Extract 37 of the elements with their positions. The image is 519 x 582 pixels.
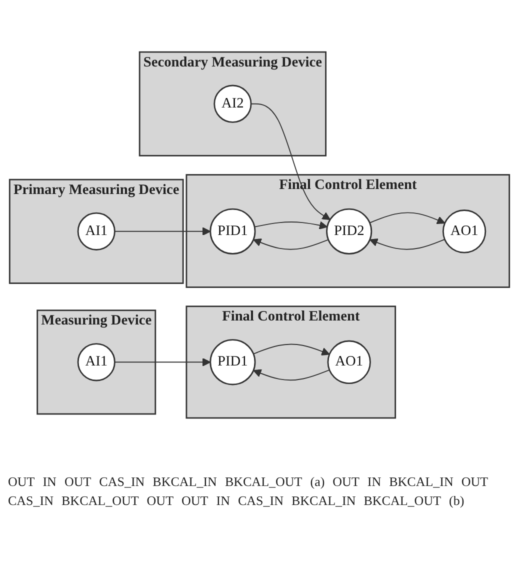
arrow	[250, 103, 330, 220]
port-label: BKCAL_IN	[389, 474, 454, 490]
arrow	[114, 358, 211, 366]
port-label: BKCAL_IN	[152, 474, 217, 490]
port-label: OUT	[146, 493, 174, 509]
port-label: IN	[216, 493, 230, 509]
node-circle: AI2	[214, 84, 252, 123]
port-label: CAS_IN	[8, 493, 54, 509]
node-circle: PID2	[326, 208, 372, 254]
figure-label: (a)	[310, 474, 325, 490]
port-label: BKCAL_OUT	[224, 474, 302, 490]
node-circle: PID1	[210, 208, 256, 254]
port-label: CAS_IN	[238, 493, 284, 509]
port-label: OUT	[461, 474, 488, 490]
port-label: IN	[367, 474, 382, 490]
port-label: OUT	[64, 474, 92, 490]
port-label: OUT	[8, 474, 35, 490]
node-circle: AO1	[442, 210, 486, 254]
node-circle: AI1	[77, 212, 116, 250]
port-label: CAS_IN	[99, 474, 145, 490]
figure-label: (b)	[449, 493, 464, 509]
port-label: BKCAL_OUT	[364, 493, 442, 509]
node-circle: AO1	[327, 340, 371, 384]
arrow	[252, 344, 330, 356]
node-circle: AI1	[77, 343, 116, 382]
arrow	[369, 212, 446, 224]
arrow	[253, 238, 329, 250]
port-label: BKCAL_IN	[291, 493, 356, 509]
arrow	[254, 221, 328, 230]
port-label: OUT	[332, 474, 360, 490]
arrow	[253, 369, 330, 381]
port-label: OUT	[182, 493, 208, 509]
arrow	[369, 238, 446, 250]
arrow	[114, 227, 211, 236]
node-circle: PID1	[210, 339, 256, 386]
port-label: BKCAL_OUT	[62, 493, 139, 509]
port-label: IN	[42, 474, 56, 490]
